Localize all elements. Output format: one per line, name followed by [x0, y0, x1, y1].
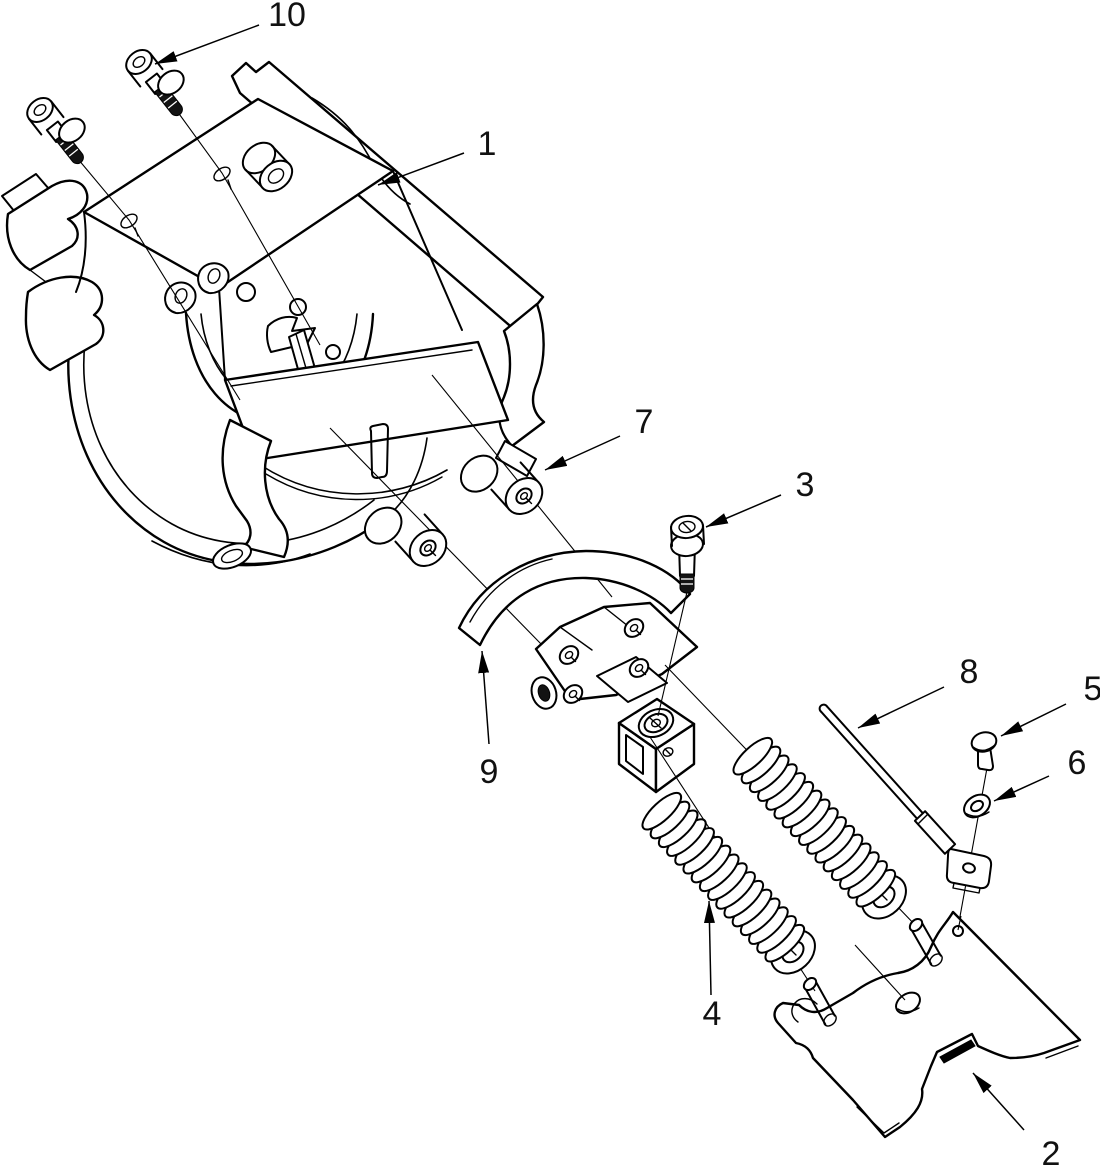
rod-end-tab [945, 848, 993, 890]
left-jaw-lower [24, 275, 105, 372]
plate-post-right [908, 917, 943, 967]
cap-screw-lower [21, 92, 91, 165]
callout-6-label: 6 [1068, 744, 1087, 782]
callout-10-leader [154, 24, 260, 65]
carriage-tongue [596, 656, 668, 703]
plate-tab-edge [939, 1039, 976, 1064]
plate-post-left [802, 976, 837, 1027]
callout-4-label: 4 [703, 995, 722, 1033]
screw-axis-lines [77, 110, 321, 401]
plate-notch-hole [952, 925, 964, 937]
callout-6-leader [993, 775, 1050, 802]
rod-ferrule [913, 810, 957, 855]
callout-10-label: 10 [268, 0, 306, 34]
carriage-assembly [457, 549, 699, 794]
callout-3-leader [705, 494, 782, 528]
frame-front-left-leg [221, 418, 290, 559]
t-nut-block [617, 697, 696, 794]
rail-slot [369, 423, 389, 479]
callout-7-label: 7 [635, 403, 654, 441]
washer [963, 793, 991, 819]
callout-9-label: 9 [480, 753, 499, 791]
main-frame-body [1, 60, 546, 570]
foot-pad [212, 542, 252, 570]
left-jaw-upper [5, 179, 89, 272]
roller-rear [356, 499, 455, 575]
callout-8-label: 8 [960, 653, 979, 691]
callout-2-leader [972, 1072, 1025, 1131]
shoulder-screw [670, 514, 705, 594]
callout-9-leader [478, 650, 490, 745]
callout-5-label: 5 [1084, 670, 1100, 708]
callout-7-leader [544, 435, 621, 471]
push-rod [818, 703, 993, 894]
t-nut-slot [625, 734, 644, 775]
callout-8-leader [857, 686, 945, 729]
base-plate [773, 910, 1082, 1139]
lug-boss-left [164, 281, 197, 315]
callout-4-leader [703, 900, 715, 996]
pan-head-screw [970, 731, 998, 772]
frame-right-leg [498, 302, 546, 448]
callout-3-label: 3 [796, 466, 815, 504]
frame-boss-tube [241, 141, 294, 193]
lug-boss-right [197, 262, 230, 295]
callout-2-label: 2 [1042, 1135, 1061, 1170]
carriage-curved-strap [457, 549, 692, 647]
callout-5-leader [1000, 703, 1067, 737]
callouts: 1 2 3 4 5 6 7 8 9 10 [154, 0, 1100, 1170]
callout-1-label: 1 [478, 125, 497, 163]
callout-1-leader [377, 152, 465, 186]
